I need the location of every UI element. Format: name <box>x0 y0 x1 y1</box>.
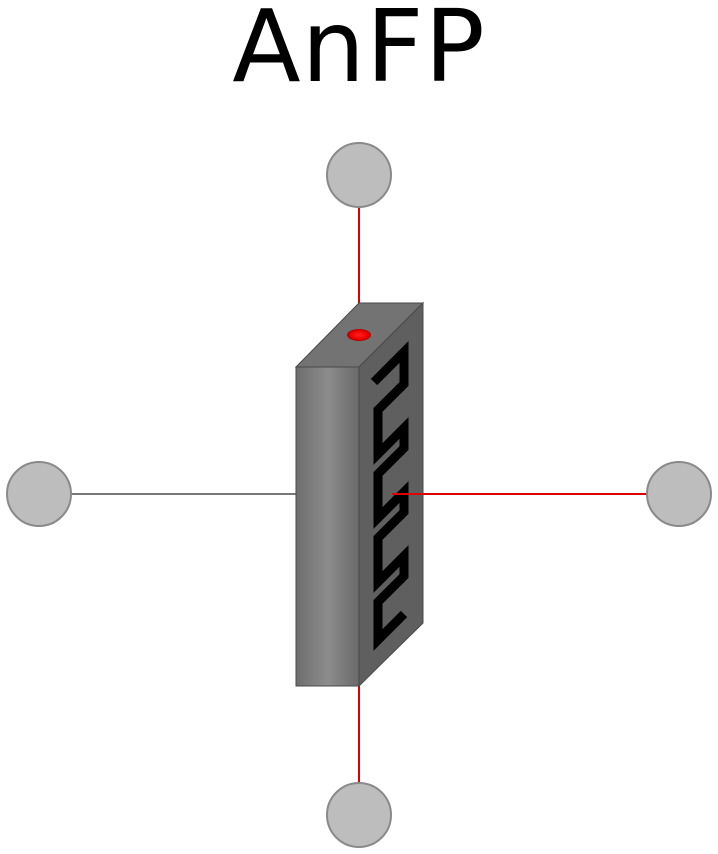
flow-plate-block-icon <box>294 301 425 688</box>
diagram-title: AnFP <box>232 0 486 105</box>
inlet-dot-icon <box>347 329 371 341</box>
port-bottom[interactable] <box>326 782 392 848</box>
serpentine-channel <box>370 341 409 651</box>
port-left[interactable] <box>6 461 72 527</box>
port-top[interactable] <box>326 142 392 208</box>
port-right[interactable] <box>646 461 712 527</box>
block-front-face <box>295 366 360 687</box>
